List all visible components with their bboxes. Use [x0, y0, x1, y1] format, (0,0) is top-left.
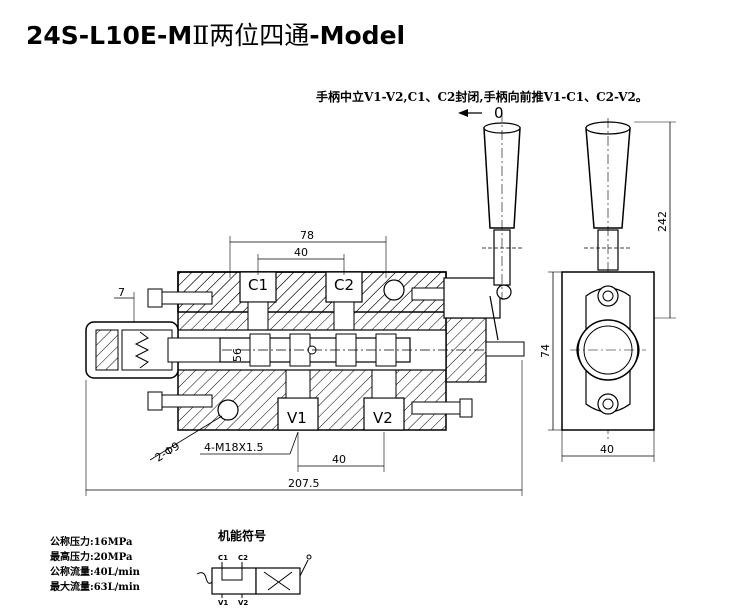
svg-text:78: 78 — [300, 229, 314, 242]
svg-text:C1: C1 — [218, 554, 228, 562]
svg-text:C2: C2 — [238, 554, 248, 562]
operation-note: 手柄中立V1-V2,C1、C2封闭,手柄向前推V1-C1、C2-V2。 — [316, 90, 648, 104]
svg-text:242: 242 — [656, 211, 669, 232]
page-title: 24S-L10E-MⅡ两位四通-Model — [26, 16, 405, 52]
port-v1-cavity — [277, 397, 319, 431]
handle-front — [482, 112, 522, 300]
dimension-207-5: 207.5 — [85, 360, 523, 496]
svg-text:4-M18X1.5: 4-M18X1.5 — [204, 441, 264, 454]
dimension-thread: 4-M18X1.5 — [200, 431, 299, 455]
dimension-40-side: 40 — [561, 430, 655, 462]
side-view: 242 74 40 — [539, 118, 676, 462]
port-c1-cavity — [239, 271, 277, 303]
front-section-view: 0 C1 C2 V1 V2 78 40 7 56 2 — [85, 104, 525, 496]
spec-list: 公称压力:16MPa 最高压力:20MPa 公称流量:40L/min 最大流量:… — [50, 535, 140, 595]
spring — [134, 331, 150, 369]
mounting-hole — [217, 399, 239, 421]
dimension-78: 78 — [229, 229, 387, 278]
end-cover — [445, 317, 487, 383]
title-cn: 两位四通 — [209, 21, 310, 50]
dimension-7: 7 — [114, 286, 135, 322]
mounting-hole — [383, 279, 405, 301]
title-roman: Ⅱ — [192, 21, 210, 50]
symbol-box-left — [211, 567, 257, 595]
svg-text:207.5: 207.5 — [288, 477, 320, 490]
title-model: 24S-L10E-M — [26, 21, 193, 50]
svg-text:V2: V2 — [238, 599, 248, 607]
spec-row: 最大流量:63L/min — [50, 582, 140, 593]
port-c2-label: C2 — [334, 276, 354, 294]
spec-row: 公称压力:16MPa — [50, 537, 133, 548]
function-symbol: C1 C2 V1 V2 — [196, 554, 312, 607]
svg-text:7: 7 — [118, 286, 125, 299]
dimension-56: 56 — [231, 348, 244, 362]
spec-row: 公称流量:40L/min — [50, 567, 140, 578]
svg-text:V1: V1 — [218, 599, 228, 607]
dimension-242: 242 — [634, 121, 676, 319]
port-c1-label: C1 — [248, 276, 268, 294]
svg-text:40: 40 — [600, 443, 614, 456]
dimension-40-bottom: 40 — [297, 432, 385, 472]
port-v2-label: V2 — [373, 409, 393, 427]
lever-pivot — [496, 284, 512, 300]
port-v1-label: V1 — [287, 409, 307, 427]
symbol-title: 机能符号 — [218, 529, 267, 543]
spec-row: 最高压力:20MPa — [50, 552, 133, 563]
handle-zero-label: 0 — [494, 104, 504, 122]
dimension-40-top: 40 — [257, 246, 345, 275]
dimension-74: 74 — [539, 271, 562, 431]
svg-text:40: 40 — [294, 246, 308, 259]
svg-text:74: 74 — [539, 344, 552, 358]
symbol-box-right — [255, 567, 301, 595]
title-suffix: -Model — [309, 21, 406, 50]
svg-text:40: 40 — [332, 453, 346, 466]
